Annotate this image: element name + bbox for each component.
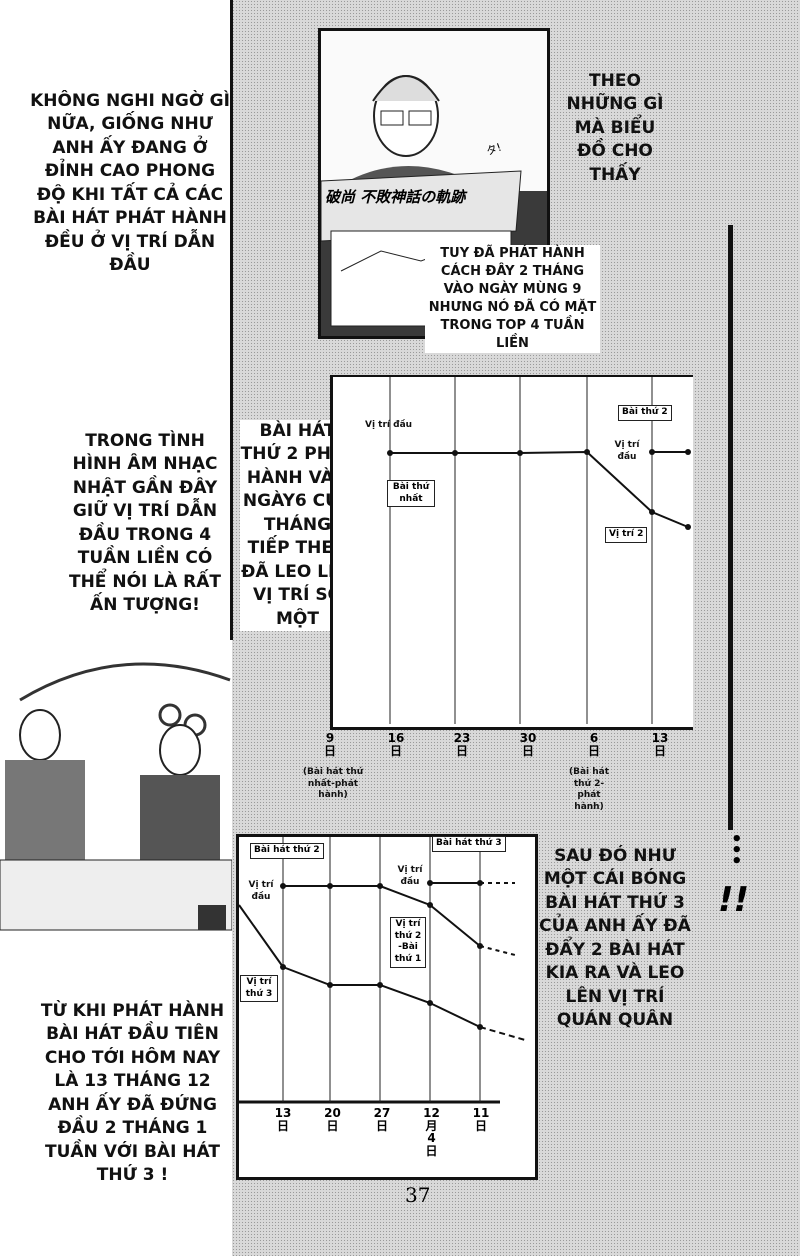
speech-bubble-left-mid: Trong tình hình âm nhạc Nhật gần đây giữ… xyxy=(68,431,222,616)
x-tick-label: 30 日 xyxy=(519,731,537,758)
label-second-song: Bài thứ 2 xyxy=(618,405,672,421)
ellipsis-dots: ••• xyxy=(731,829,743,872)
exclaim-sfx: !! xyxy=(718,880,750,920)
x-tick-label: 13 日 xyxy=(651,731,669,758)
caption-release-note: Tuy đã phát hành cách đây 2 tháng vào ng… xyxy=(425,245,600,353)
panel-border xyxy=(230,0,233,640)
data-point xyxy=(377,982,383,988)
data-point xyxy=(649,449,655,455)
x-tick-label: 12 月 4 日 xyxy=(423,1106,440,1158)
speech-bubble-left-bottom: Từ khi phát hành bài hát đầu tiên cho tớ… xyxy=(40,1001,225,1186)
label-first-top: Vị trí đầu xyxy=(365,420,413,430)
label-song3-top: Vị trí đầu xyxy=(397,865,423,887)
label-rank3: Vị trí thứ 3 xyxy=(240,975,278,1003)
sign-text: 破尚 不敗神話の軌跡 xyxy=(325,188,466,206)
data-point xyxy=(280,883,286,889)
data-point xyxy=(685,449,691,455)
data-point xyxy=(280,964,286,970)
data-point xyxy=(387,450,393,456)
x-tick-label: 11 日 xyxy=(472,1106,490,1133)
data-point xyxy=(427,880,433,886)
data-point xyxy=(377,883,383,889)
x-tick-label: 20 日 xyxy=(324,1106,341,1133)
x-tick-label: 16 日 xyxy=(387,731,405,758)
x-tick-label: 13 日 xyxy=(274,1106,292,1133)
label-rank2-song1: Vị trí thứ 2 -Bài thứ 1 xyxy=(390,917,426,968)
label-second-top: Vị trí đầu xyxy=(614,440,640,462)
studio-illustration xyxy=(0,662,232,931)
label-rank2: Vị trí 2 xyxy=(605,527,648,543)
label-song2: Bài hát thứ 2 xyxy=(250,843,324,859)
x-tick-label: 27 日 xyxy=(373,1106,391,1133)
page-number: 37 xyxy=(405,1183,431,1207)
series-song-2-continued xyxy=(479,945,516,956)
data-point xyxy=(685,524,691,530)
data-point xyxy=(427,902,433,908)
note-release-2: (Bài hát thứ 2-phát hành) xyxy=(568,767,610,813)
label-song3: Bài hát thứ 3 xyxy=(432,836,506,852)
data-point xyxy=(517,450,523,456)
x-tick-label: 9 日 xyxy=(323,731,336,758)
series-song-1 xyxy=(390,450,689,528)
chart-2-panel xyxy=(236,834,538,1180)
label-song2-top: Vị trí đầu xyxy=(248,880,274,902)
data-point xyxy=(649,509,655,515)
speech-bubble-left-top: Không nghi ngờ gì nữa, giống như anh ấy … xyxy=(30,91,230,276)
series-song-1-continued xyxy=(479,1026,526,1041)
series-song-1-segment xyxy=(238,904,284,968)
x-tick-label: 6 日 xyxy=(587,731,600,758)
data-point xyxy=(327,883,333,889)
note-release-1: (Bài hát thứ nhất-phát hành) xyxy=(302,767,364,801)
emphasis-bar xyxy=(728,225,733,830)
label-first-song: Bài thứ nhất xyxy=(387,480,435,508)
speech-bubble-right-bottom: Sau đó như một cái bóng bài hát thứ 3 củ… xyxy=(539,846,691,1031)
data-point xyxy=(427,1000,433,1006)
series-song-1 xyxy=(282,966,481,1028)
data-point xyxy=(584,449,590,455)
series-song-2 xyxy=(283,885,481,947)
data-point xyxy=(452,450,458,456)
x-tick-label: 23 日 xyxy=(453,731,471,758)
speech-bubble-top-right: Theo những gì mà biểu đồ cho thấy xyxy=(566,71,664,185)
data-point xyxy=(327,982,333,988)
